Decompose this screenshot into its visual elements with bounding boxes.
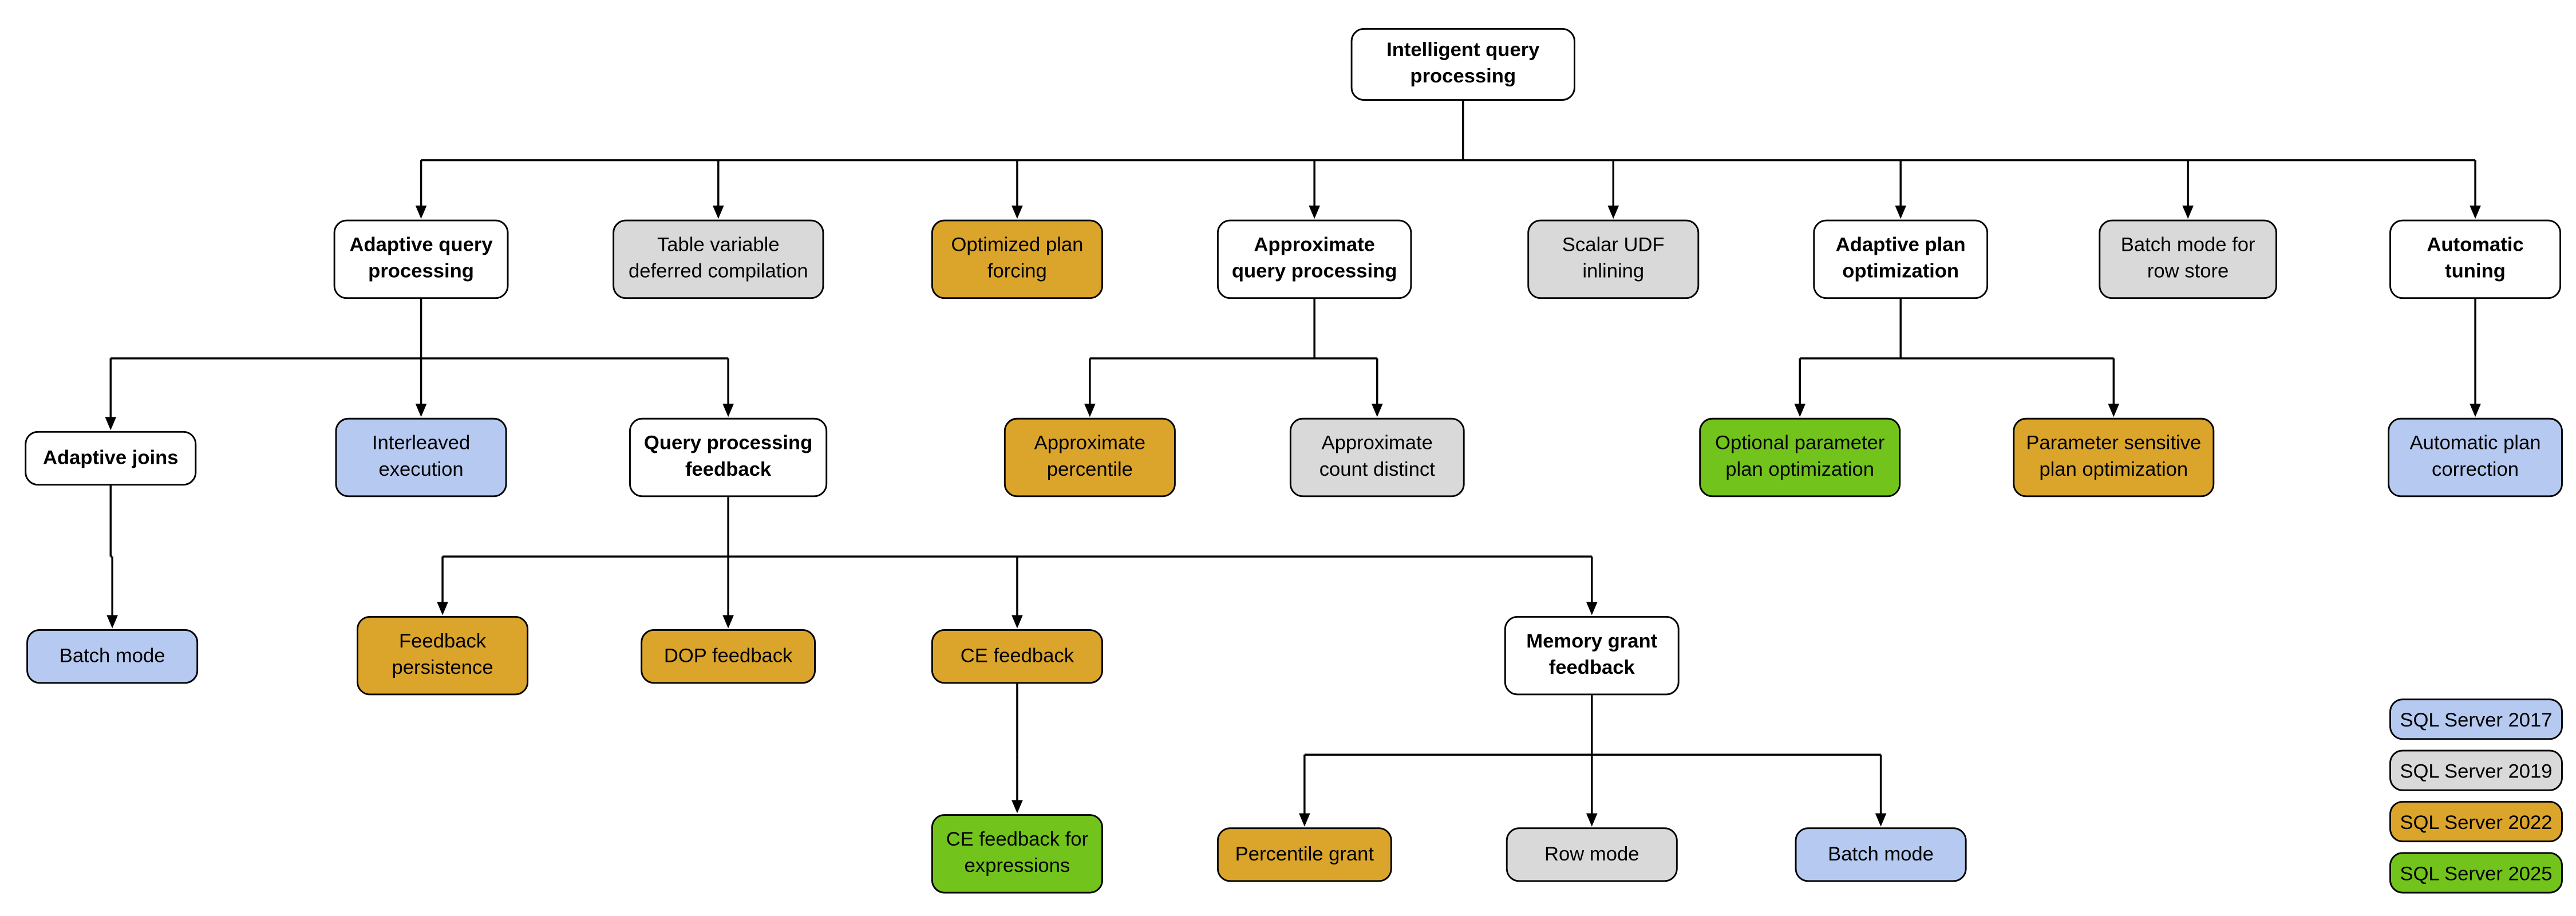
- legend-item-sql-server-2022: SQL Server 2022: [2389, 801, 2563, 843]
- arrowhead-tvdc: [713, 206, 724, 219]
- node-acd: Approximate count distinct: [1289, 417, 1465, 498]
- node-bm2: Batch mode: [1795, 827, 1967, 882]
- arrowhead-apo: [1895, 206, 1907, 219]
- arrowhead-aqp: [415, 206, 427, 219]
- node-aqpr: Approximate query processing: [1216, 219, 1412, 299]
- arrowhead-pg: [1299, 813, 1310, 827]
- arrowhead-aqpr: [1309, 206, 1320, 219]
- arrowhead-mgf: [1586, 602, 1598, 615]
- legend-item-sql-server-2017: SQL Server 2017: [2389, 698, 2563, 740]
- node-ie: Interleaved execution: [335, 417, 507, 498]
- node-qpf: Query processing feedback: [629, 417, 828, 498]
- arrowhead-fp: [437, 602, 448, 615]
- node-apc: Automatic plan correction: [2388, 417, 2563, 498]
- arrowhead-opf: [1012, 206, 1023, 219]
- arrowhead-acd: [1371, 404, 1383, 417]
- arrowhead-bmrs: [2182, 206, 2194, 219]
- node-dop: DOP feedback: [641, 629, 816, 684]
- node-opf: Optimized plan forcing: [931, 219, 1103, 299]
- arrowhead-bm1: [106, 615, 118, 629]
- node-rm: Row mode: [1506, 827, 1678, 882]
- node-sudf: Scalar UDF inlining: [1527, 219, 1700, 299]
- node-aj: Adaptive joins: [25, 431, 197, 486]
- arrowhead-dop: [722, 615, 734, 629]
- arrowhead-cefe: [1012, 800, 1023, 814]
- arrowhead-at: [2470, 206, 2481, 219]
- node-tvdc: Table variable deferred compilation: [613, 219, 824, 299]
- node-iqp: Intelligent query processing: [1350, 28, 1575, 101]
- arrowhead-apc: [2470, 404, 2481, 417]
- node-fp: Feedback persistence: [357, 615, 529, 696]
- legend-item-sql-server-2019: SQL Server 2019: [2389, 749, 2563, 791]
- node-pspo: Parameter sensitive plan optimization: [2013, 417, 2215, 498]
- node-oppo: Optional parameter plan optimization: [1699, 417, 1901, 498]
- arrowhead-oppo: [1794, 404, 1806, 417]
- arrowhead-aj: [105, 417, 117, 431]
- node-aqp: Adaptive query processing: [333, 219, 509, 299]
- node-ce: CE feedback: [931, 629, 1103, 684]
- node-ap: Approximate percentile: [1003, 417, 1176, 498]
- arrowhead-ap: [1084, 404, 1096, 417]
- arrowhead-sudf: [1607, 206, 1619, 219]
- arrowhead-qpf: [722, 404, 734, 417]
- arrowhead-ie: [415, 404, 427, 417]
- node-bmrs: Batch mode for row store: [2099, 219, 2277, 299]
- arrowhead-ce: [1012, 615, 1023, 629]
- arrowhead-rm: [1586, 813, 1598, 827]
- node-cefe: CE feedback for expressions: [931, 814, 1103, 894]
- arrowhead-pspo: [2108, 404, 2120, 417]
- node-apo: Adaptive plan optimization: [1813, 219, 1989, 299]
- node-bm1: Batch mode: [26, 629, 199, 684]
- node-pg: Percentile grant: [1216, 827, 1392, 882]
- arrowhead-bm2: [1875, 813, 1887, 827]
- node-mgf: Memory grant feedback: [1504, 615, 1680, 696]
- node-at: Automatic tuning: [2389, 219, 2562, 299]
- legend-item-sql-server-2025: SQL Server 2025: [2389, 852, 2563, 894]
